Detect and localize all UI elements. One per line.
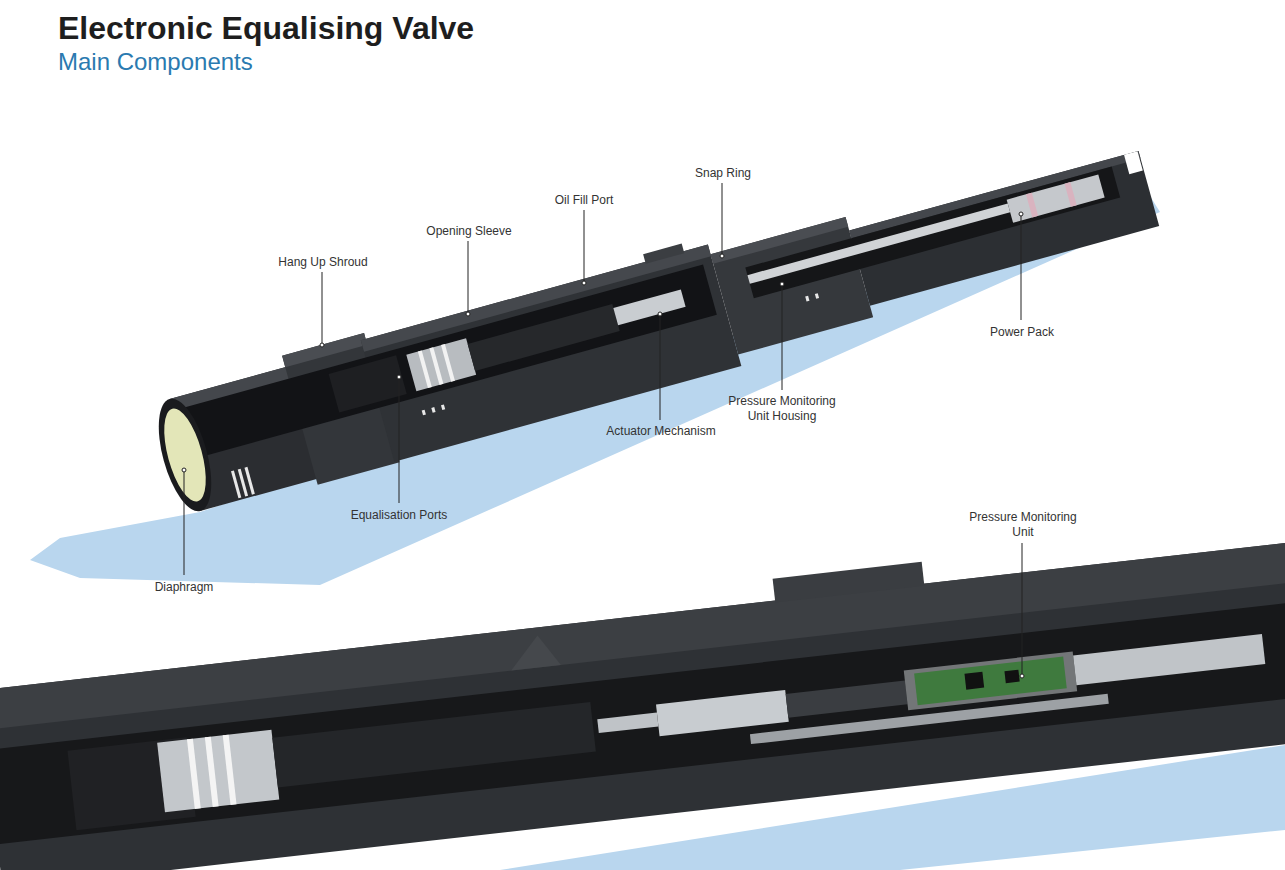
leader-lines bbox=[182, 183, 1024, 678]
illustration-part bbox=[658, 312, 662, 316]
illustration-part bbox=[613, 289, 685, 325]
illustration-part bbox=[1004, 670, 1019, 683]
illustration-part bbox=[643, 244, 684, 264]
illustration-part bbox=[750, 694, 1109, 744]
illustration-part bbox=[597, 712, 658, 733]
diagram-title: Electronic Equalising Valve bbox=[58, 10, 474, 47]
valve-detail bbox=[0, 518, 1285, 870]
illustration-part bbox=[786, 680, 908, 717]
illustration-part bbox=[223, 735, 237, 805]
diagram-subtitle: Main Components bbox=[58, 47, 253, 77]
illustration-part bbox=[747, 203, 1010, 283]
part-label: Oil Fill Port bbox=[555, 193, 614, 208]
illustration-part bbox=[468, 241, 469, 314]
part-label: Equalisation Ports bbox=[351, 508, 448, 523]
illustration-part bbox=[1007, 174, 1105, 222]
part-label: Snap Ring bbox=[695, 166, 751, 181]
illustration-part bbox=[466, 312, 470, 316]
illustration-part bbox=[1073, 634, 1265, 685]
illustration-part bbox=[244, 467, 254, 495]
valve-tool bbox=[145, 120, 1166, 523]
illustration-part bbox=[429, 347, 443, 385]
part-label: Pressure Monitoring Unit bbox=[963, 510, 1083, 540]
illustration-part bbox=[148, 393, 221, 517]
illustration-part bbox=[584, 210, 585, 283]
illustration-part bbox=[205, 737, 219, 807]
illustration-part bbox=[468, 304, 620, 371]
illustration-part bbox=[441, 404, 445, 410]
illustration-part bbox=[184, 470, 185, 575]
illustration-part bbox=[805, 296, 809, 302]
illustration-part bbox=[156, 404, 214, 506]
illustration-part bbox=[508, 633, 561, 670]
illustration-part bbox=[322, 272, 323, 345]
illustration-part bbox=[773, 562, 925, 603]
illustration-part bbox=[782, 284, 783, 390]
illustration-part bbox=[914, 657, 1067, 706]
part-label: Power Pack bbox=[990, 325, 1054, 340]
illustration-part bbox=[0, 540, 1285, 870]
illustration-part bbox=[780, 282, 784, 286]
illustration-part bbox=[157, 730, 279, 812]
illustration-part bbox=[660, 314, 661, 420]
illustration-part bbox=[1124, 151, 1143, 174]
part-label: Pressure Monitoring Unit Housing bbox=[722, 394, 842, 424]
illustration-part bbox=[745, 167, 1120, 299]
illustration-part bbox=[399, 377, 400, 503]
illustration-part bbox=[1019, 212, 1023, 216]
illustration-part bbox=[964, 672, 984, 690]
illustration-part bbox=[431, 407, 435, 413]
part-label: Diaphragm bbox=[155, 580, 214, 595]
illustration-part bbox=[815, 293, 819, 299]
illustration-part bbox=[182, 265, 716, 459]
part-label: Actuator Mechanism bbox=[606, 424, 715, 439]
illustration-part bbox=[272, 702, 596, 788]
illustration-part bbox=[329, 355, 407, 412]
illustration-part bbox=[722, 183, 723, 256]
illustration-part bbox=[720, 254, 724, 258]
illustration-part bbox=[422, 410, 426, 416]
illustration-part bbox=[182, 468, 186, 472]
illustration-part bbox=[397, 375, 401, 379]
illustration-part bbox=[582, 281, 586, 285]
illustration-part bbox=[656, 690, 789, 736]
illustration-part bbox=[1065, 182, 1077, 207]
illustration-part bbox=[1021, 214, 1022, 320]
illustration-part bbox=[0, 600, 1285, 845]
illustration-part bbox=[1022, 543, 1023, 676]
illustration-part bbox=[320, 343, 324, 347]
illustration-part bbox=[406, 338, 476, 391]
illustration-part bbox=[1026, 193, 1038, 218]
part-label: Opening Sleeve bbox=[426, 224, 511, 239]
illustration-part bbox=[441, 344, 455, 382]
part-label: Hang Up Shroud bbox=[278, 255, 367, 270]
illustration-part bbox=[1020, 674, 1024, 678]
illustration-part bbox=[418, 350, 432, 388]
illustration-part bbox=[187, 739, 201, 809]
